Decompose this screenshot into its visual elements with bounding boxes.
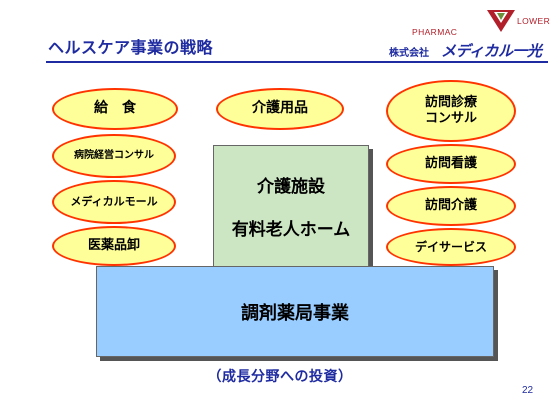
oval-kaigo-yohin: 介護用品 [216, 88, 344, 130]
oval-home-nursing: 訪問看護 [386, 144, 516, 184]
oval-home-visit-consulting: 訪問診療 コンサル [386, 80, 516, 142]
company-logo: PHARMAC LOWER 株式会社 メディカル一光 [385, 6, 555, 64]
oval-home-visit-label-line2: コンサル [424, 111, 477, 126]
oval-medical-mall-label: メディカルモール [70, 195, 158, 209]
center-box-care-facility: 介護施設 有料老人ホーム [213, 145, 369, 267]
logo-pharmac-text: PHARMAC [412, 27, 458, 37]
oval-pharma-wholesale-label: 医薬品卸 [87, 237, 140, 253]
oval-home-care: 訪問介護 [386, 186, 516, 226]
oval-kyushoku: 給 食 [52, 88, 178, 130]
flower-mark-icon [487, 10, 515, 32]
oval-medical-mall: メディカルモール [52, 180, 176, 224]
oval-hospital-consulting: 病院経営コンサル [52, 134, 176, 178]
center-box-line2: 有料老人ホーム [231, 220, 351, 240]
oval-day-service-label: デイサービス [414, 239, 487, 254]
logo-lower-text: LOWER [517, 16, 551, 26]
oval-home-visit-label-line1: 訪問診療 [424, 94, 477, 110]
oval-pharma-wholesale: 医薬品卸 [52, 226, 176, 266]
investment-caption: （成長分野への投資） [207, 369, 353, 385]
oval-kyushoku-label: 給 食 [94, 100, 136, 117]
title-divider [46, 61, 548, 63]
oval-kaigo-yohin-label: 介護用品 [252, 100, 308, 117]
oval-home-care-label: 訪問介護 [424, 197, 477, 213]
slide-title: ヘルスケア事業の戦略 [48, 38, 214, 57]
oval-home-nursing-label: 訪問看護 [424, 155, 477, 171]
bottom-box-label: 調剤薬局事業 [241, 302, 349, 324]
bottom-box-pharmacy-business: 調剤薬局事業 [96, 266, 494, 357]
logo-brand-name: メディカル一光 [441, 42, 542, 60]
logo-company-type: 株式会社 [389, 48, 429, 59]
page-number: 22 [522, 385, 534, 396]
center-box-line1: 介護施設 [257, 177, 325, 197]
oval-hospital-consulting-label: 病院経営コンサル [74, 149, 154, 161]
oval-day-service: デイサービス [386, 228, 516, 266]
